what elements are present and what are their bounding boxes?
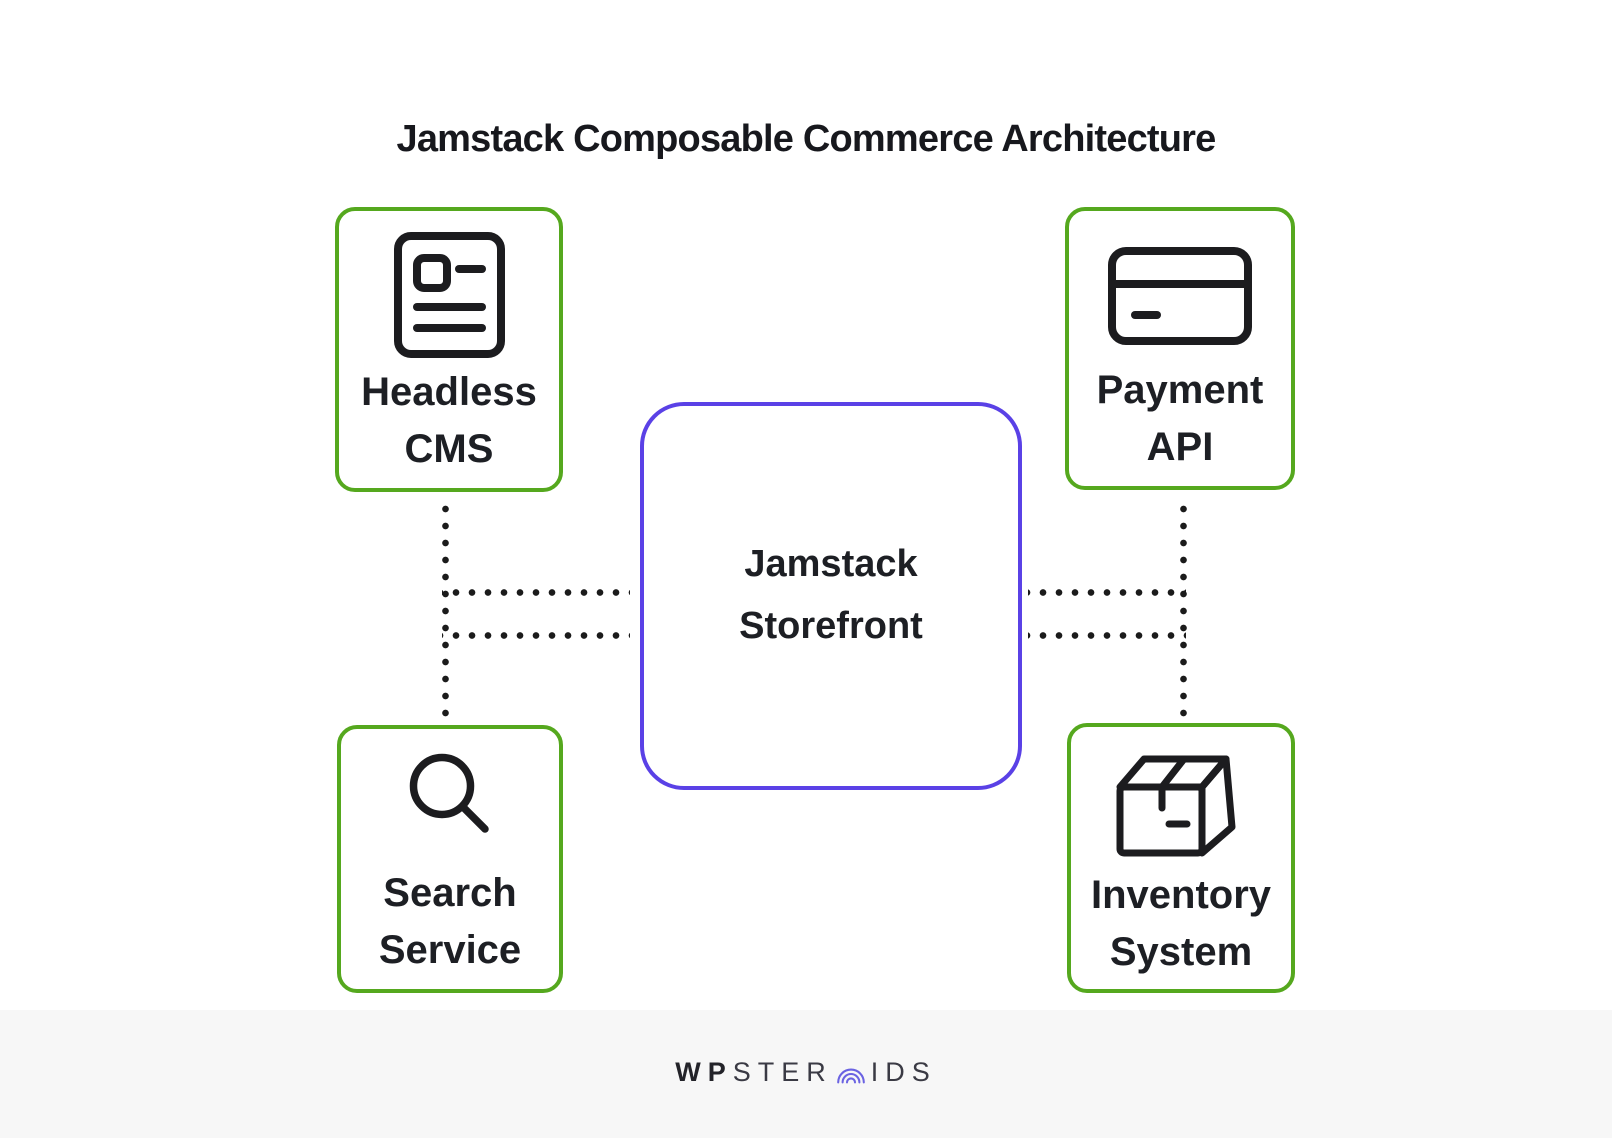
node-label-line: Search	[383, 871, 517, 916]
node-jamstack-storefront: Jamstack Storefront	[640, 402, 1022, 790]
credit-card-icon	[1107, 245, 1253, 347]
document-icon	[393, 231, 506, 359]
center-node-line: Storefront	[739, 605, 923, 647]
concentric-arcs-icon	[835, 1058, 867, 1086]
node-headless-cms: Headless CMS	[335, 207, 563, 492]
connector-left-rung-bottom	[442, 632, 630, 639]
connector-right-vertical	[1180, 505, 1187, 717]
connector-right-rung-bottom	[1028, 632, 1186, 639]
node-label-line: Inventory	[1090, 873, 1272, 917]
node-label: Inventory System	[1091, 867, 1271, 981]
node-payment-api: Payment API	[1065, 207, 1295, 490]
node-search-service: Search Service	[337, 725, 563, 993]
node-label-line: System	[1109, 929, 1253, 974]
footer-band	[0, 1010, 1612, 1138]
connector-left-vertical	[442, 505, 449, 717]
node-label: Payment API	[1097, 362, 1264, 476]
node-inventory-system: Inventory System	[1067, 723, 1295, 993]
node-label-line: CMS	[404, 427, 494, 472]
logo-text-ids: IDS	[870, 1056, 937, 1087]
connector-left-rung-top	[442, 589, 630, 596]
logo-text-wp: WP	[675, 1056, 733, 1087]
node-label-line: Payment	[1096, 368, 1264, 413]
logo-text-ster: STER	[732, 1056, 833, 1087]
package-icon	[1106, 745, 1256, 867]
node-label-line: Headless	[361, 370, 537, 415]
node-label-line: Service	[378, 928, 522, 973]
node-label: Search Service	[379, 865, 521, 979]
magnifying-glass-icon	[395, 743, 505, 853]
center-node-line: Jamstack	[744, 543, 918, 586]
node-label: Headless CMS	[361, 364, 537, 478]
node-label-line: API	[1146, 425, 1214, 470]
connector-right-rung-top	[1028, 589, 1186, 596]
diagram-title: Jamstack Composable Commerce Architectur…	[396, 118, 1216, 160]
